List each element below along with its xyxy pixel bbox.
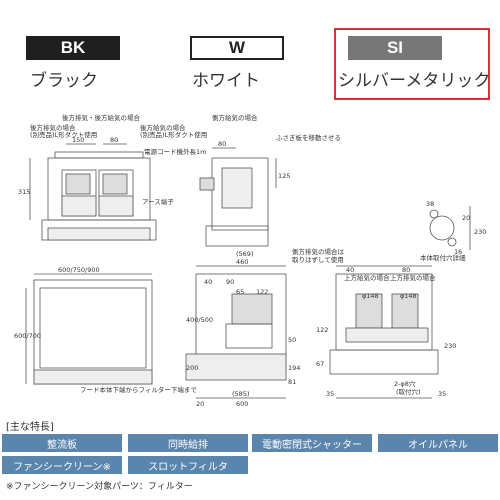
feature-badge-fancy-clean: ファンシークリーン※: [2, 456, 122, 474]
note-rear-exhaust-sub: (別売品)L形ダクト使用: [30, 130, 97, 139]
note-filter: フード本体下端からフィルター下端まで: [80, 385, 197, 394]
color-swatch-white: W: [190, 36, 284, 60]
rear-view-top: [29, 143, 157, 241]
swatch-code-si: SI: [386, 38, 404, 57]
selected-color-highlight: [334, 28, 490, 100]
dim-569: (569): [236, 250, 253, 258]
note-fixing: (取付穴): [396, 387, 421, 396]
dim-148a: φ148: [362, 292, 379, 300]
front-view: [25, 273, 153, 385]
swatch-code-bk: BK: [60, 38, 86, 57]
technical-drawing: 後方排気・後方給気の場合 側方給気の場合 後方排気の場合 (別売品)L形ダクト使…: [14, 113, 486, 408]
note-rear-supply-sub: (別売品)L形ダクト使用: [140, 130, 207, 139]
dim-40a: 40: [204, 278, 212, 286]
dim-315: 315: [18, 188, 30, 196]
features-title: [主な特長]: [6, 422, 54, 433]
note-side-supply-2: 取りはずして使用: [292, 255, 344, 264]
dim-80b: 80: [218, 140, 226, 148]
mount-hole-detail: [429, 206, 471, 250]
swatch-name-si: シルバーメタリック: [338, 71, 491, 91]
dim-40b: 40: [346, 266, 354, 274]
dim-194: 194: [288, 364, 300, 372]
dim-20b: 20: [462, 214, 470, 222]
dim-holes: 2-φ8穴: [394, 379, 416, 388]
note-exhaust-side: 上方排気の場合: [390, 273, 436, 282]
dim-35a: 35: [326, 390, 334, 398]
dim-38: 38: [426, 200, 434, 208]
feature-badge-oil-panel: オイルパネル: [378, 434, 498, 452]
dim-148b: φ148: [400, 292, 417, 300]
dim-90: 90: [226, 278, 234, 286]
dim-460: 460: [236, 258, 248, 266]
dim-122b: 122: [316, 326, 328, 334]
dim-125: 125: [278, 172, 290, 180]
dim-16: 16: [454, 248, 462, 256]
swatch-name-bk: ブラック: [30, 71, 98, 91]
note-cord: 電源コード機外長1m: [144, 147, 206, 156]
dim-50: 50: [288, 336, 296, 344]
feature-badge-shutter: 電動密閉式シャッター: [252, 434, 372, 452]
feature-badge-flow-plate: 整流板: [2, 434, 122, 452]
feature-badge-slot-filter: スロットフィルタ: [128, 456, 248, 474]
color-swatch-silver: SI: [348, 36, 442, 60]
title-rear: 後方排気・後方給気の場合: [62, 113, 141, 122]
note-supply-side: 上方給気の場合: [344, 273, 390, 282]
dim-150: 150: [72, 136, 84, 144]
swatch-code-w: W: [228, 38, 246, 57]
dim-35b: 35: [438, 390, 446, 398]
features-note: ※ファンシークリーン対象パーツ：フィルター: [6, 482, 193, 492]
dim-67: 67: [316, 360, 324, 368]
dim-65: 65: [236, 288, 244, 296]
dim-230a: 230: [444, 342, 456, 350]
note-side-supply: 側方排気の場合は: [292, 247, 345, 256]
note-rear-exhaust: 後方排気の場合: [30, 123, 76, 132]
dim-80c: 80: [402, 266, 410, 274]
side-view: [185, 265, 287, 399]
dim-122a: 122: [256, 288, 268, 296]
color-options: BK W SI ブラック ホワイト シルバーメタリック: [0, 36, 500, 96]
dim-230b: 230: [474, 228, 486, 236]
note-rear-supply: 後方給気の場合: [140, 123, 186, 132]
dim-585: (585): [232, 390, 249, 398]
dim-600b: 600: [236, 400, 248, 408]
dim-400-500: 400/500: [186, 316, 213, 324]
dim-width: 600/750/900: [58, 266, 100, 274]
right-front-view: [329, 265, 439, 399]
note-mount: 本体取付穴詳細: [420, 253, 466, 262]
side-supply-view: [199, 147, 277, 247]
feature-badge-simultaneous: 同時給排: [128, 434, 248, 452]
dim-200: 200: [186, 364, 198, 372]
dim-80a: 80: [110, 136, 118, 144]
title-side: 側方給気の場合: [212, 113, 258, 122]
dim-20: 20: [196, 400, 204, 408]
note-plug: ふさぎ板を移動させる: [276, 133, 341, 142]
color-swatch-black: BK: [26, 36, 120, 60]
dim-81: 81: [288, 378, 296, 386]
note-earth: アース端子: [142, 197, 174, 206]
swatch-name-w: ホワイト: [192, 71, 260, 91]
dim-600-700: 600/700: [14, 332, 41, 340]
